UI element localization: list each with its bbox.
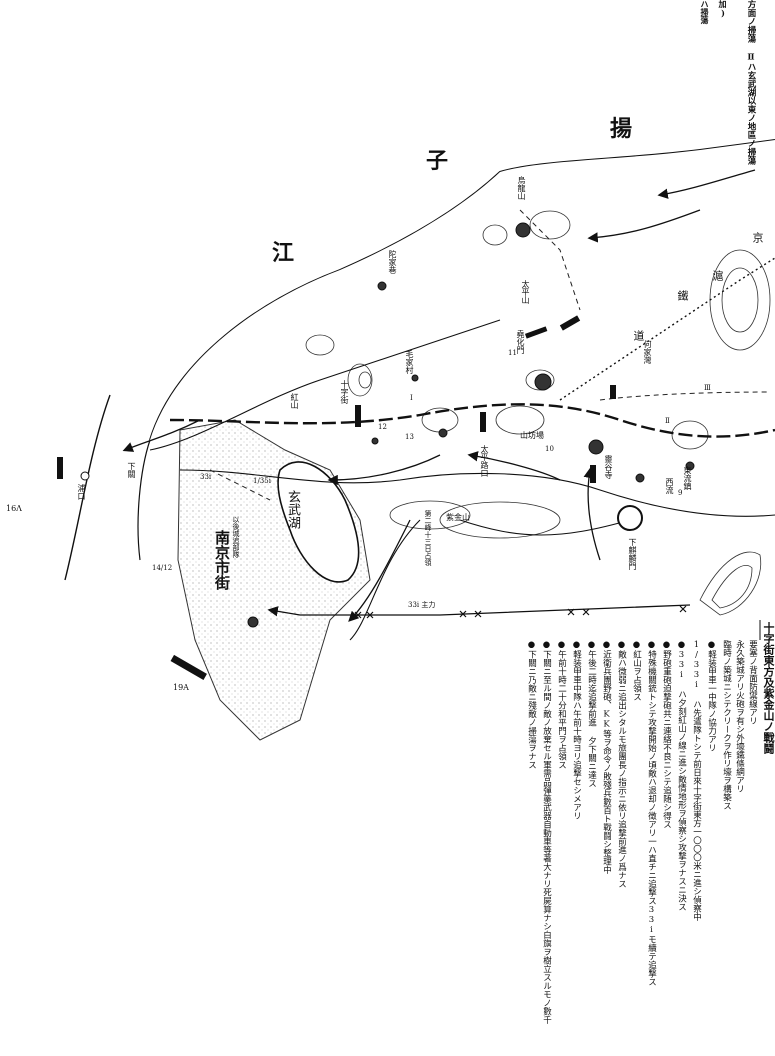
num-I: Ⅰ — [410, 394, 413, 402]
note-7: ●野砲重砲迫撃砲共ニ連絡不良ニシテ追随シ得ス — [661, 640, 672, 829]
river-char-3: 江 — [272, 240, 295, 266]
note-4: ●軽装甲車一中隊ノ協力アリ — [706, 640, 717, 752]
num-33i: 33i — [200, 473, 212, 481]
xiaqilinmen-ring — [617, 505, 643, 531]
note-3: 臨時ノ築城ニシテクリークヲ作リ壕ヲ構築ス — [721, 640, 732, 810]
label-dao: 道 — [632, 330, 645, 341]
attack-arrows — [122, 169, 756, 622]
label-xuelingsi: 靈谷寺 — [604, 455, 613, 479]
pukou-marker — [80, 471, 90, 481]
river-char-2: 子 — [426, 148, 449, 174]
town-markers — [247, 222, 695, 628]
note-14: ●午前十時二十分和平門ヲ占領ス — [556, 640, 567, 769]
note-8: ●特殊機關銃トシテ攻撃開始ノ頃敵ハ退却ノ徴アリ一ハ直チニ追撃ス33iモ續テ追撃ス — [646, 640, 657, 986]
label-hongshan: 紅山 — [290, 393, 299, 409]
label-tuojiaxiang: 陀家巷 — [388, 250, 397, 274]
label-unit-19: 19A — [173, 683, 189, 692]
yangtze-south-lower — [137, 439, 151, 561]
label-jing: 京 — [751, 232, 764, 243]
note-15: ●下關ニ至ル間ノ敵ノ放棄セル軍需品彈藥武器自動車等著大ナリ死屍算ナシ白旗ヲ樹立ス… — [541, 640, 552, 1024]
num-II: Ⅱ — [665, 417, 670, 425]
label-wulongshan: 烏龍山 — [517, 176, 526, 200]
note-9: ●紅山ヲ占領ス — [631, 640, 642, 701]
xuanwu-lake — [277, 461, 360, 583]
note-5: 1/33i ハ先遣隊トシテ前日來十字街東方一〇〇〇米ニ進シ偵察中 — [691, 640, 702, 921]
dashed-routes — [209, 209, 771, 501]
label-tie: 鐵 — [676, 290, 689, 301]
label-hu: 滬 — [711, 270, 724, 281]
label-fort-unit: 以後城追部隊 — [232, 516, 240, 558]
jinghu-railway — [559, 257, 775, 401]
label-main-force: 33i 主力 — [408, 601, 436, 609]
label-taipingshan: 太平山 — [521, 280, 530, 304]
yangtze-north-bank — [64, 394, 111, 581]
label-ridge: 第二峰十三日占領 — [424, 510, 432, 566]
label-taiping-road: 太平路口 — [480, 445, 489, 477]
header-note-2: 加) — [718, 0, 728, 18]
note-1: 要塞ノ背面防禦線アリ — [747, 640, 758, 725]
label-pukou: 浦口 — [77, 484, 86, 500]
label-zijinshan: 紫金山 — [446, 513, 470, 522]
label-xiaguan: 下關 — [127, 462, 136, 478]
num-III: Ⅲ — [704, 384, 711, 392]
num-12a: 12 — [378, 423, 387, 431]
label-xiaqilinmen: 下麒麟門 — [628, 538, 637, 570]
label-xiliu: 西流 — [665, 478, 674, 494]
note-12: ●午後二時迄追撃前進 夕下關ニ達ス — [586, 640, 597, 788]
note-10: ●敵ハ微弱ニ追出シタルモ旅團長ノ指示ニ依リ追撃前進ノ爲ナス — [616, 640, 627, 888]
roads — [149, 319, 775, 641]
label-unit-16: 16Λ — [6, 504, 22, 513]
label-shanfang: 山坊場 — [520, 431, 544, 440]
header-note-1: ハ掃蕩 — [700, 0, 710, 24]
cross-marks — [354, 605, 687, 619]
label-nanjing-city: 南京市街 — [213, 530, 231, 590]
label-shizijie: 十字街 — [340, 380, 349, 404]
note-13: ●軽装甲車中隊ハ午前十時ヨリ追撃セシメアリ — [571, 640, 582, 820]
num-13: 13 — [405, 433, 414, 441]
label-maozhuang: 毛家村 — [405, 350, 414, 374]
label-yaohuamen: 堯化門 — [516, 330, 525, 354]
label-xuanwuhu: 玄武湖 — [285, 490, 300, 529]
note-2: 永久築城アリ火砲ヲ有シ外壕鐵條網アリ — [734, 640, 745, 793]
num-9: 9 — [678, 489, 683, 497]
label-donglu: 東流鎮 — [683, 466, 692, 490]
note-6: ●33i ハ夕刻紅山ノ線ニ進シ敵情地形ヲ偵察シ攻撃ヲナスニ決ス — [676, 640, 687, 911]
num-14-12: 14/12 — [152, 564, 173, 572]
side-title: 十字街東方及紫金山ノ戰鬪 — [762, 622, 775, 754]
num-11: 11 — [508, 349, 517, 357]
note-11: ●近衛兵團野砲、KK等ヲ命令ノ敗殘兵數百ト戰鬪シ整理中 — [601, 640, 612, 874]
river-char-1: 揚 — [610, 116, 633, 142]
unit-symbols — [57, 315, 616, 680]
header-note-3: 方面ノ掃蕩 Ⅱハ玄武湖以東ノ地區ノ掃蕩 — [746, 0, 756, 165]
label-hejiawan: 何家灣 — [643, 340, 652, 364]
note-16: ●下關ニ乃敵ニ殘敵ノ掃蕩ヲナス — [526, 640, 537, 769]
num-10: 10 — [545, 445, 554, 453]
num-1-35i: 1/35i — [253, 477, 271, 485]
